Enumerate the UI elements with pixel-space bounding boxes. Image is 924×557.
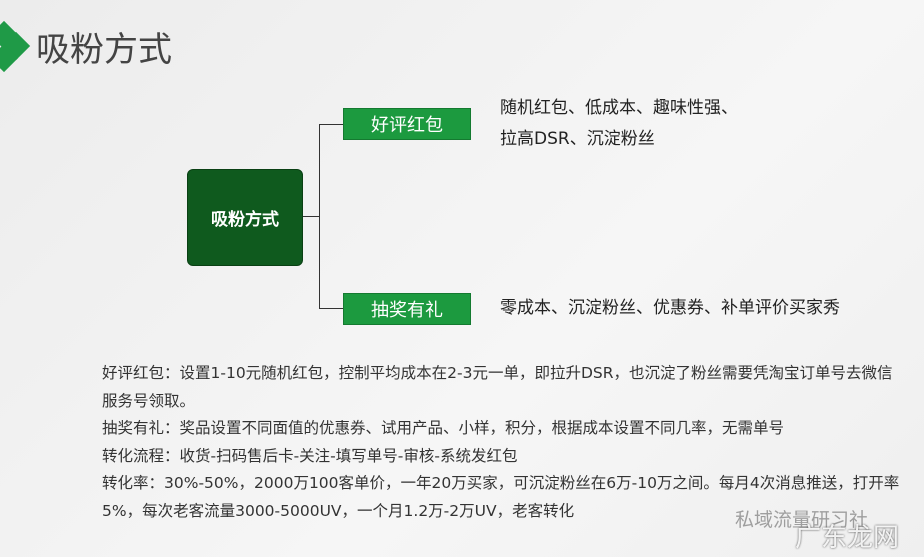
branch-node-good-review: 好评红包 [343,108,471,140]
note: 转化流程：收货-扫码售后卡-关注-填写单号-审核-系统发红包 [102,446,518,465]
watermark: 私域流量研习社 [735,509,869,531]
connector [319,124,343,125]
center-node: 吸粉方式 [187,169,303,266]
desc-line: 随机红包、低成本、趣味性强、 [500,98,738,118]
connector [319,124,320,309]
branch-node-lottery: 抽奖有礼 [343,293,471,325]
note: 抽奖有礼：奖品设置不同面值的优惠券、试用产品、小样，积分，根据成本设置不同几率，… [102,419,785,437]
note: 转化率：30%-50%，2000万100客单价，一年20万买家，可沉淀粉丝在6万… [102,474,900,520]
desc-line: 拉高DSR、沉淀粉丝 [500,129,655,149]
notes: 好评红包：设置1-10元随机红包，控制平均成本在2-3元一单，即拉升DSR，也沉… [102,360,902,525]
branch-desc: 零成本、沉淀粉丝、优惠券、补单评价买家秀 [500,298,840,318]
note: 好评红包：设置1-10元随机红包，控制平均成本在2-3元一单，即拉升DSR，也沉… [102,364,893,410]
connector [301,216,320,217]
watermark: 广东龙网 [795,523,900,553]
page-title: 吸粉方式 [36,30,172,70]
branch-desc: 随机红包、低成本、趣味性强、 拉高DSR、沉淀粉丝 [500,93,738,155]
connector [319,308,343,309]
